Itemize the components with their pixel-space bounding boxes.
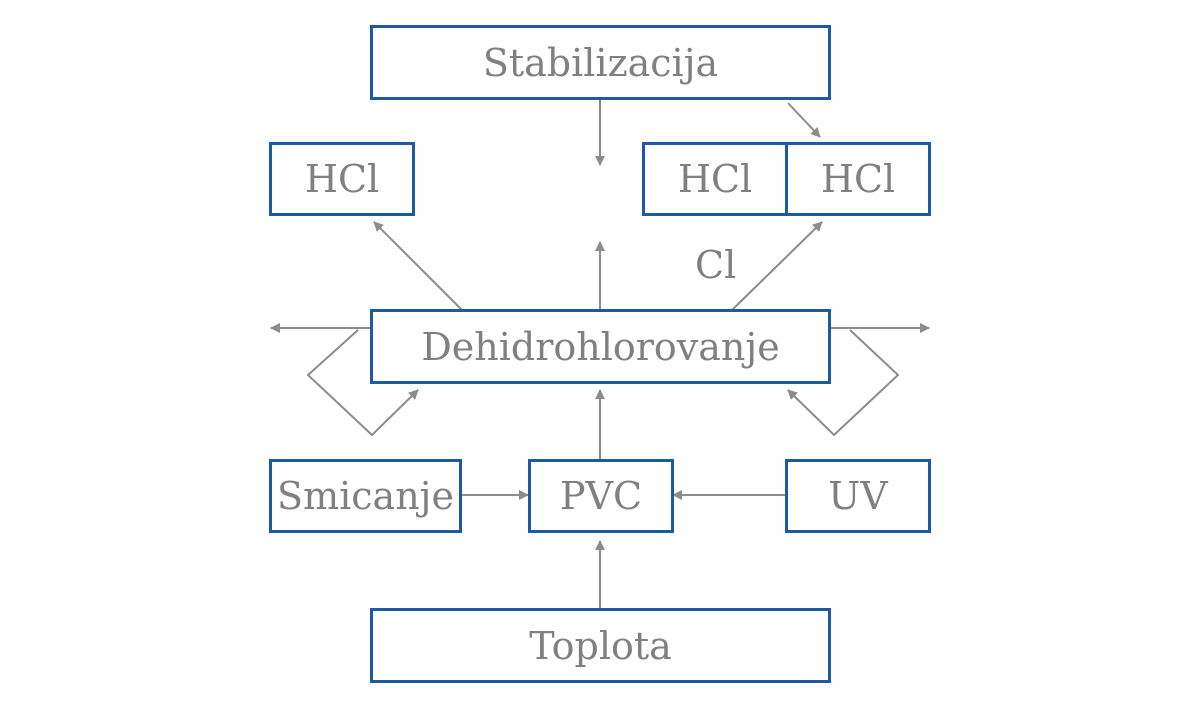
node-smicanje: Smicanje xyxy=(269,459,462,533)
node-uv: UV xyxy=(785,459,931,533)
node-dehidrohlorovanje: Dehidrohlorovanje xyxy=(370,309,831,384)
node-pvc: PVC xyxy=(528,459,674,533)
node-hcl-right-b: HCl xyxy=(785,142,931,216)
node-hcl-right-a: HCl xyxy=(642,142,788,216)
loop-left xyxy=(306,329,419,437)
label-cl: Cl xyxy=(695,243,737,287)
arrow-stabilizacija-to-hcl xyxy=(787,102,821,138)
arrow-dehidro-to-hcl-right xyxy=(731,221,823,311)
node-hcl-left: HCl xyxy=(269,142,415,216)
node-stabilizacija: Stabilizacija xyxy=(370,25,831,100)
node-toplota: Toplota xyxy=(370,608,831,683)
arrow-dehidro-to-hcl-left xyxy=(373,221,463,311)
loop-right xyxy=(787,329,900,437)
